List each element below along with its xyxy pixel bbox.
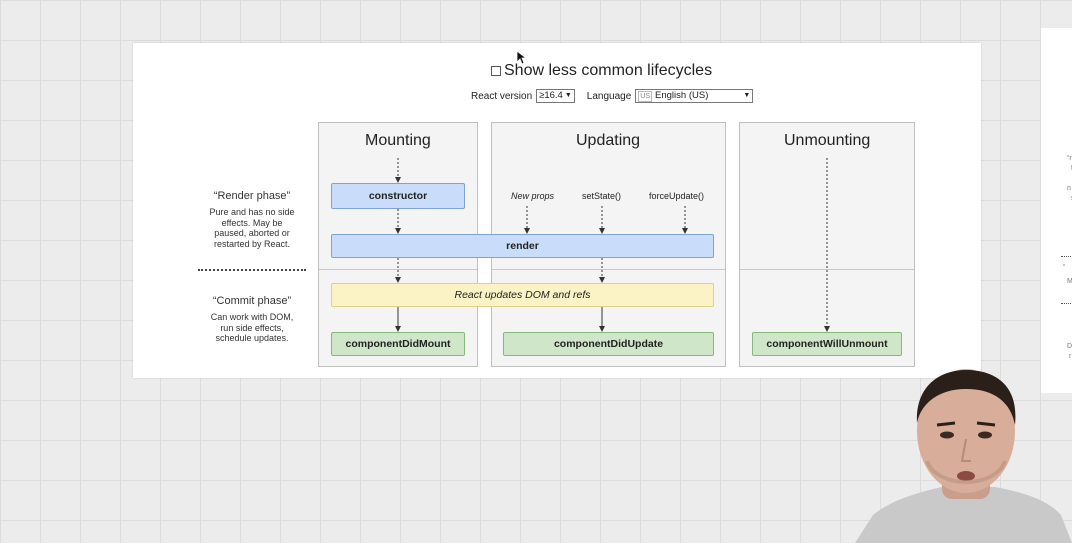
language-select[interactable]: US English (US) ▼ [635,89,754,103]
node-react-updates-dom: React updates DOM and refs [331,283,714,307]
render-phase-description: Pure and has no side effects. May be pau… [194,207,310,249]
updating-title: Updating [576,132,641,149]
render-phase-line: restarted by React. [213,238,291,249]
phase-divider [492,269,725,270]
commit-phase-title: “Commit phase” [212,295,292,307]
show-less-common-label: Show less common lifecycles [504,62,713,79]
side-panel-partial: “r f n s “ M D r [1041,28,1072,393]
render-phase-title: “Render phase” [213,190,291,202]
mouse-cursor-icon [516,50,528,65]
us-flag-icon: US [638,90,653,102]
language-value: English (US) [655,90,709,101]
commit-phase-line: Can work with DOM, [210,312,294,322]
commit-phase-description: Can work with DOM, run side effects, sch… [194,312,310,344]
trigger-new-props: New props [511,191,555,201]
react-version-label: React version [471,90,533,102]
show-less-common-toggle[interactable]: Show less common lifecycles [491,62,712,80]
node-component-will-unmount[interactable]: componentWillUnmount [752,332,902,356]
node-render[interactable]: render [331,234,714,258]
show-less-common-checkbox[interactable] [491,66,501,76]
phase-divider [740,269,914,270]
phase-divider [319,269,477,270]
unmounting-title: Unmounting [784,132,871,149]
language-label: Language [586,90,632,102]
render-phase-line: Pure and has no side [209,207,295,217]
render-phase-line: paused, aborted or [214,228,290,238]
presenter-webcam-image [855,369,1072,543]
render-phase-line: effects. May be [221,217,283,228]
phase-separator [198,269,306,271]
chevron-down-icon: ▼ [564,92,572,99]
render-phase-label: “Render phase” Pure and has no side effe… [194,190,310,249]
react-version-value: ≥16.4 [539,90,563,101]
node-component-did-mount[interactable]: componentDidMount [331,332,465,356]
chevron-down-icon: ▼ [743,92,751,99]
commit-phase-line: schedule updates. [215,333,289,343]
controls-row: React version ≥16.4 ▼ Language US Englis… [471,89,754,103]
trigger-force-update: forceUpdate() [649,191,705,201]
commit-phase-line: run side effects, [220,322,284,333]
node-constructor[interactable]: constructor [331,183,465,209]
trigger-set-state: setState() [582,191,622,201]
react-version-select[interactable]: ≥16.4 ▼ [536,89,575,103]
mounting-title: Mounting [365,132,431,149]
node-component-did-update[interactable]: componentDidUpdate [503,332,714,356]
commit-phase-label: “Commit phase” Can work with DOM, run si… [194,295,310,344]
